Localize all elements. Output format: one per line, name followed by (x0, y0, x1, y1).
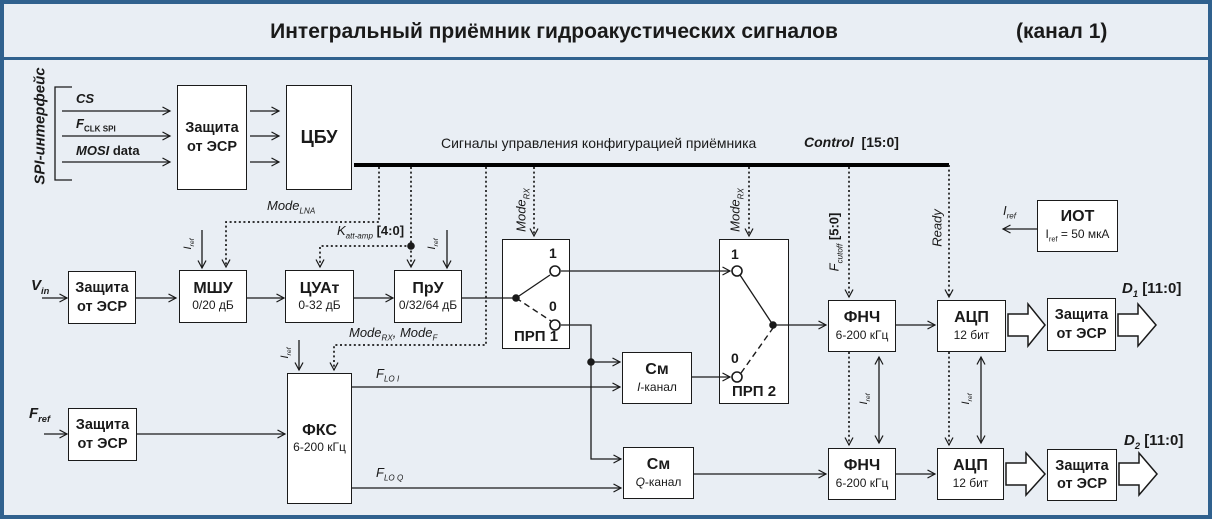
block-mixer-i-sub: I-канал (637, 379, 677, 394)
block-adc-bottom-name: АЦП (953, 457, 988, 475)
flo-q-label: FLO Q (376, 465, 404, 483)
block-lna-name: МШУ (193, 279, 233, 297)
block-fks-sub: 6-200 кГц (293, 440, 346, 455)
block-prp1: 1 0 ПРП 1 (502, 239, 570, 349)
f-cutoff-label: Fcutoff [5:0] (826, 212, 845, 272)
mode-rx-label-prp2: ModeRX (727, 188, 746, 232)
block-adc-bottom: АЦП 12 бит (937, 448, 1004, 500)
prp1-position-1: 1 (549, 245, 557, 261)
block-pru-sub: 0/32/64 дБ (398, 298, 458, 313)
bus-caption: Сигналы управления конфигурацией приёмни… (441, 135, 757, 151)
block-prp1-name: ПРП 1 (513, 328, 559, 345)
mode-lna-label: ModeLNA (267, 198, 316, 216)
iref-label-iot: Iref (1003, 203, 1017, 221)
block-adc-bottom-sub: 12 бит (952, 475, 989, 490)
ready-label: Ready (929, 209, 945, 247)
block-pru: ПрУ 0/32/64 дБ (394, 270, 462, 323)
block-lna-sub: 0/20 дБ (192, 298, 234, 313)
block-prp2-name: ПРП 2 (731, 383, 777, 400)
flo-i-label: FLO I (376, 366, 400, 384)
channel-label: (канал 1) (1016, 20, 1108, 43)
block-iot-sub: Iref = 50 мкА (1045, 226, 1110, 244)
block-cbu: ЦБУ (286, 85, 352, 190)
page-title: Интегральный приёмник гидроакустических … (270, 20, 838, 43)
spi-interface-label: SPI-интерфейс (31, 67, 49, 185)
block-cbu-label: ЦБУ (300, 126, 338, 147)
control-bus-label: Control [15:0] (804, 134, 899, 150)
fref-port-label: Fref (29, 405, 51, 424)
prp2-position-0: 0 (731, 350, 739, 366)
block-mixer-q-name: См (646, 456, 671, 474)
mode-rx-mode-f-label: ModeRX, ModeF (349, 325, 438, 343)
iref-label-adc: Iref (960, 393, 975, 405)
block-fks-name: ФКС (302, 421, 337, 439)
block-mixer-q: См Q-канал (623, 447, 694, 499)
block-adc-top-name: АЦП (954, 309, 989, 327)
title-bar: Интегральный приёмник гидроакустических … (4, 4, 1208, 60)
prp1-position-0: 0 (549, 298, 557, 314)
block-iot-name: ИОТ (1060, 208, 1095, 226)
mosi-signal-label: MOSI data (76, 143, 140, 158)
prp2-position-1: 1 (731, 246, 739, 262)
block-adc-top: АЦП 12 бит (937, 300, 1006, 352)
block-iot: ИОТ Iref = 50 мкА (1037, 200, 1118, 252)
block-lpf-bottom: ФНЧ 6-200 кГц (828, 448, 896, 500)
mode-rx-label-prp1: ModeRX (513, 188, 532, 232)
iref-label-fks: Iref (279, 347, 294, 359)
block-fks: ФКС 6-200 кГц (287, 373, 352, 504)
block-duat: ЦУАт 0-32 дБ (285, 270, 354, 323)
cs-signal-label: CS (76, 91, 95, 106)
block-mixer-q-sub: Q-канал (635, 474, 682, 489)
d2-output-label: D2 [11:0] (1124, 432, 1184, 451)
d1-output-label: D1 [11:0] (1122, 280, 1182, 299)
block-duat-name: ЦУАт (299, 279, 340, 297)
block-lpf-bottom-sub: 6-200 кГц (835, 475, 889, 490)
block-mixer-i: См I-канал (622, 352, 692, 404)
block-pru-name: ПрУ (412, 279, 444, 297)
k-att-amp-label: Katt-amp [4:0] (337, 223, 405, 241)
block-mixer-i-name: См (645, 361, 669, 379)
block-lpf-top-name: ФНЧ (843, 309, 881, 327)
block-lna: МШУ 0/20 дБ (179, 270, 247, 323)
vin-port-label: Vin (31, 277, 50, 296)
block-adc-top-sub: 12 бит (953, 327, 990, 342)
fclk-spi-signal-label: FCLK SPI (76, 116, 116, 134)
connection-lines (42, 86, 1158, 498)
block-lpf-top-sub: 6-200 кГц (835, 327, 889, 342)
iref-label-lpf: Iref (858, 393, 873, 405)
block-duat-sub: 0-32 дБ (298, 298, 341, 313)
iref-label-lna: Iref (182, 238, 197, 250)
iref-label-pru: Iref (426, 238, 441, 250)
block-lpf-top: ФНЧ 6-200 кГц (828, 300, 896, 352)
block-lpf-bottom-name: ФНЧ (843, 457, 881, 475)
